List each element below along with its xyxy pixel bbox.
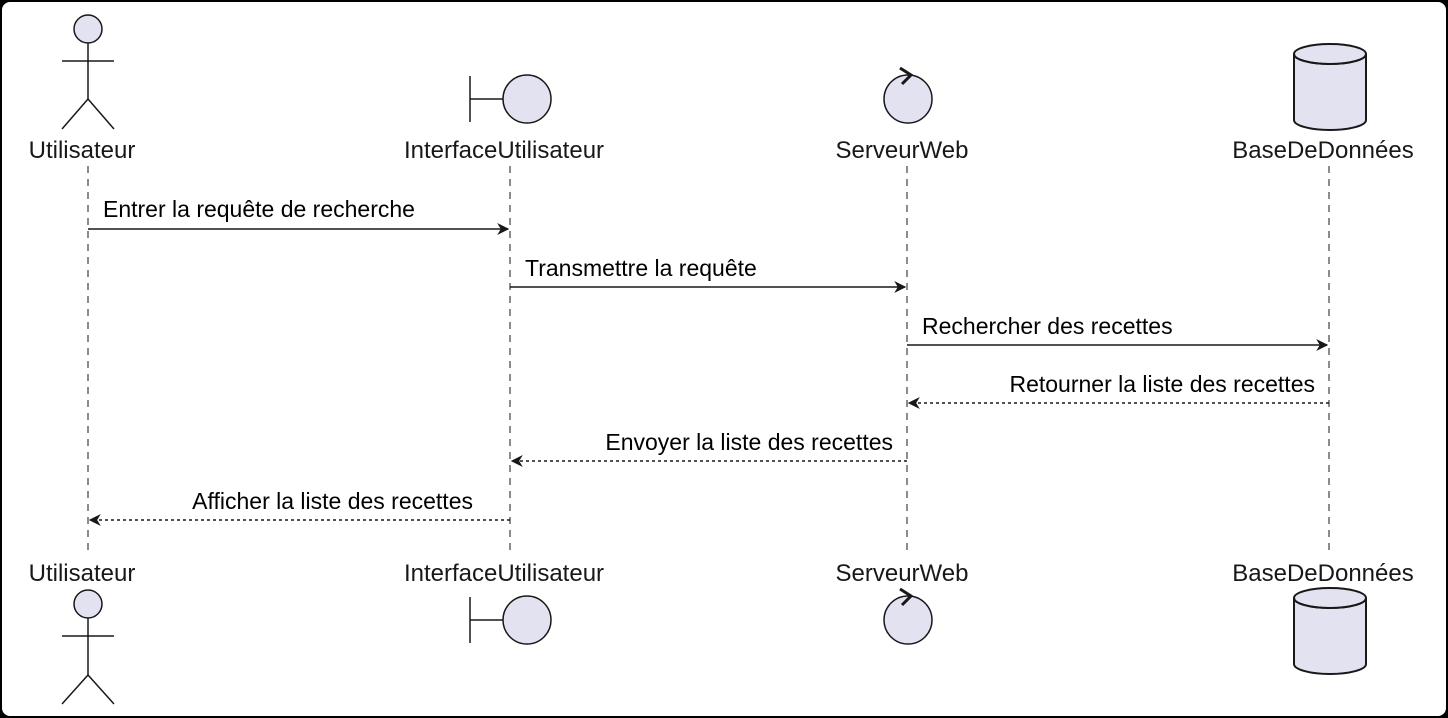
participant-label-utilisateur-top: Utilisateur [29,137,136,164]
database-icon-top [1293,43,1367,131]
actor-icon-bottom [61,589,115,705]
message-label: Rechercher des recettes [922,313,1173,339]
participant-label-serveur-web-top: ServeurWeb [836,137,969,164]
participant-label-interface-utilisateur-bottom: InterfaceUtilisateur [404,560,604,587]
boundary-icon-top [469,74,552,124]
control-icon-bottom [883,587,933,645]
message-5: Envoyer la liste des recettes [510,429,907,467]
participant-label-interface-utilisateur-top: InterfaceUtilisateur [404,137,604,164]
message-label: Entrer la requête de recherche [103,196,415,222]
participant-label-utilisateur-bottom: Utilisateur [29,560,136,587]
message-3: Rechercher des recettes [907,313,1329,351]
message-label: Envoyer la liste des recettes [605,429,893,455]
message-label: Retourner la liste des recettes [1009,371,1315,397]
message-1: Entrer la requête de recherche [88,196,510,235]
participant-label-base-de-donnees-bottom: BaseDeDonnées [1232,560,1413,587]
lifelines [87,166,1330,556]
database-icon-bottom [1293,587,1367,675]
message-4: Retourner la liste des recettes [907,371,1329,409]
message-label: Afficher la liste des recettes [192,488,473,514]
boundary-icon-bottom [469,595,552,645]
message-label: Transmettre la requête [525,255,757,281]
message-6: Afficher la liste des recettes [88,488,510,526]
actor-icon-top [61,14,115,130]
participant-label-serveur-web-bottom: ServeurWeb [836,560,969,587]
participant-label-base-de-donnees-top: BaseDeDonnées [1232,137,1413,164]
control-icon-top [883,66,933,124]
message-2: Transmettre la requête [510,255,907,293]
